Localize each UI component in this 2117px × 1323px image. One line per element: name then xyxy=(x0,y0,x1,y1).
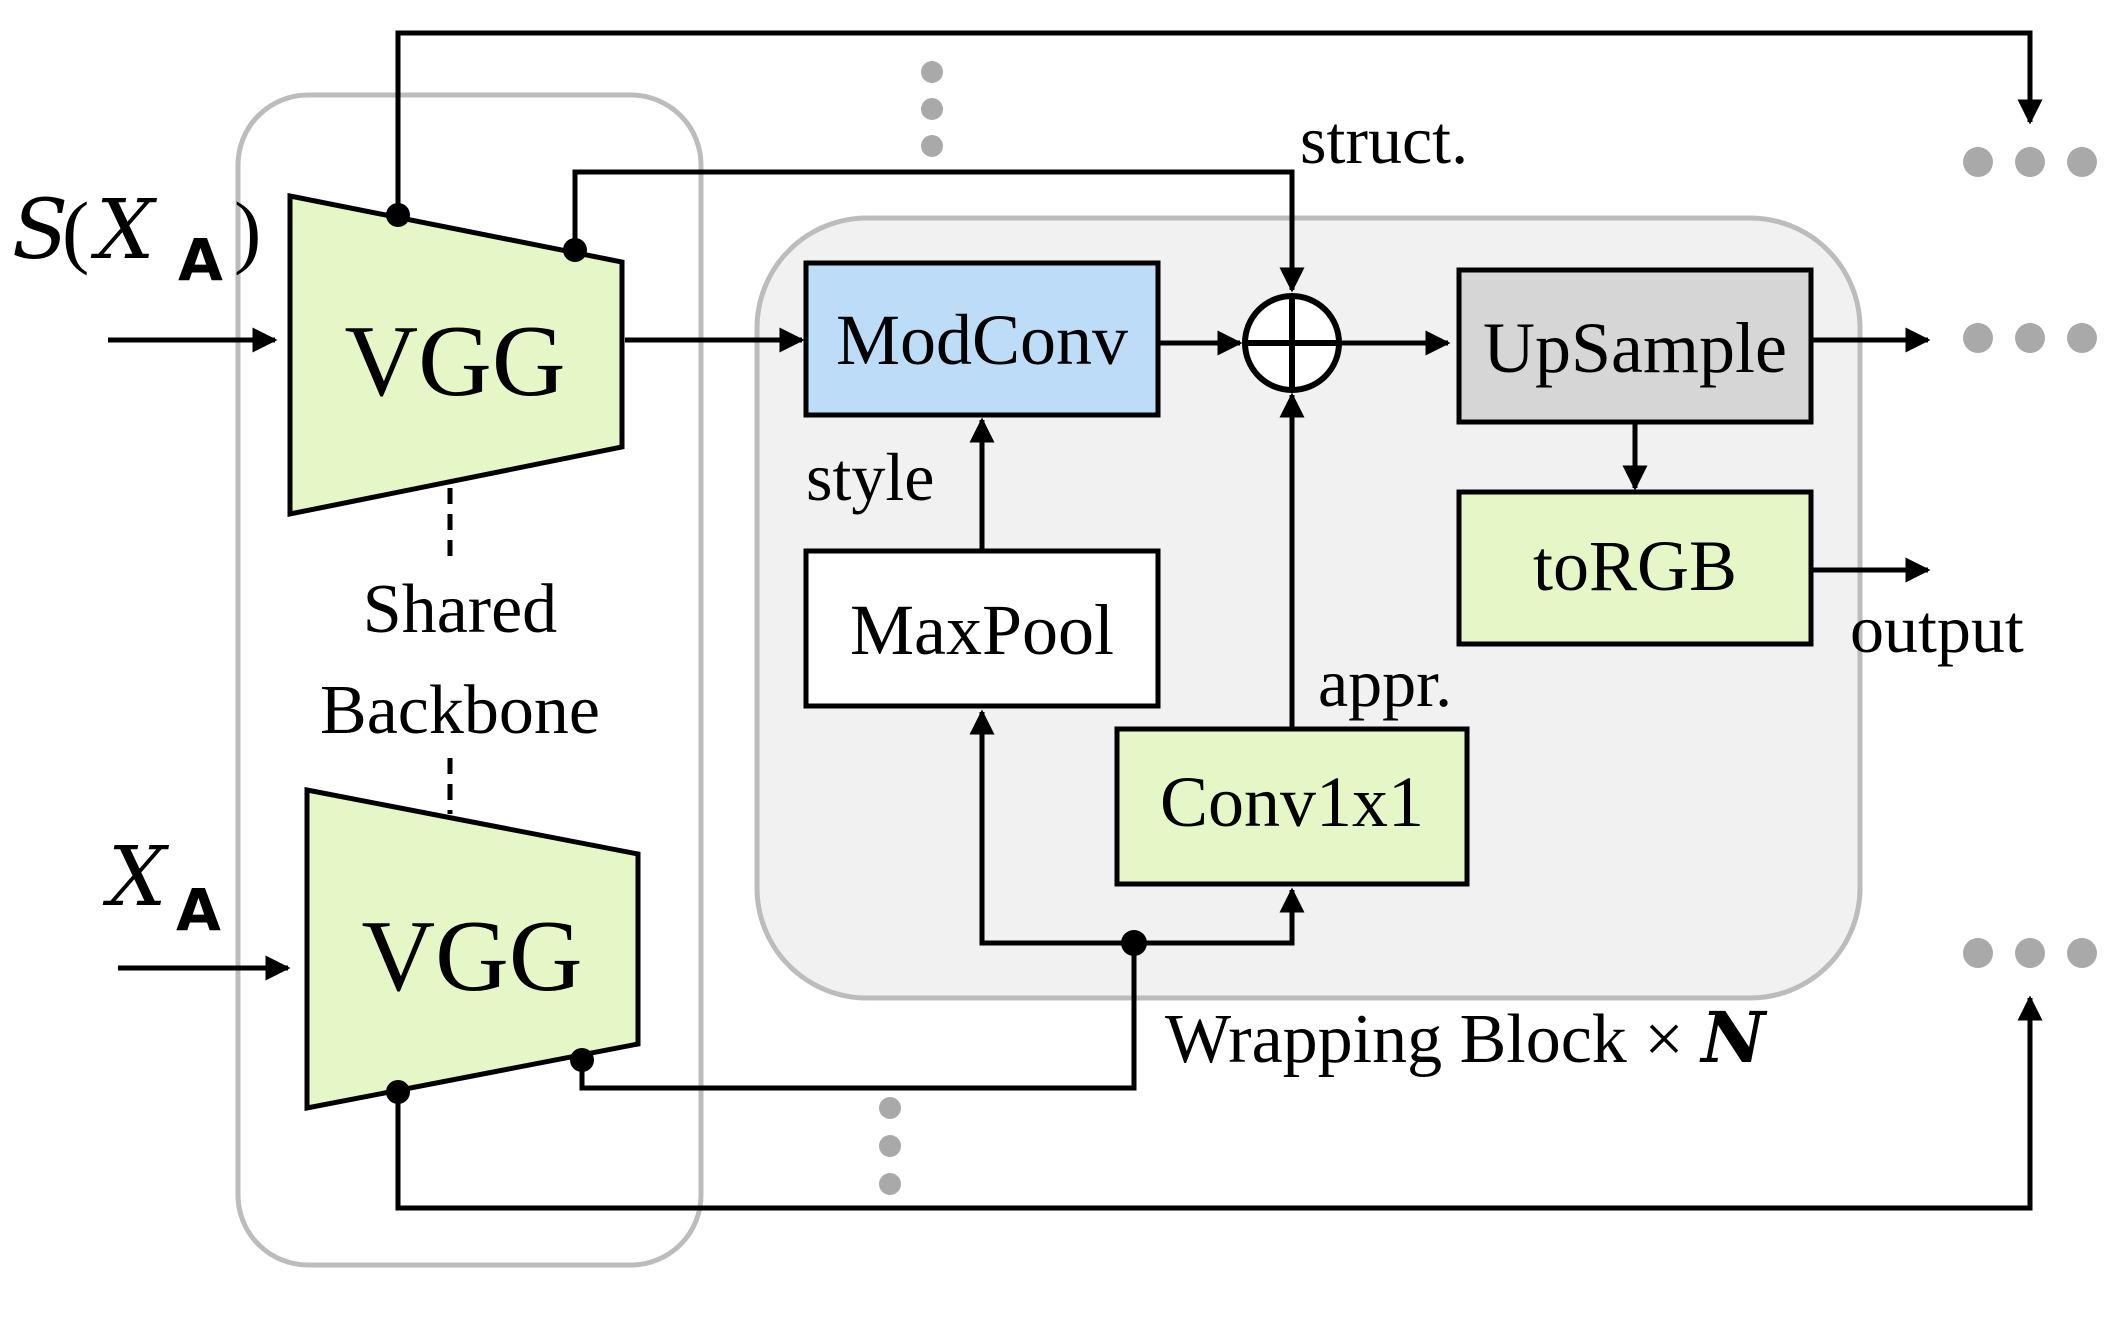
upsample-box xyxy=(1456,267,1814,425)
bottom-feature-wire xyxy=(579,943,1137,1091)
tap-node-top-2 xyxy=(563,238,587,262)
shared-backbone-panel xyxy=(235,92,704,1268)
maxpool-label: MaxPool xyxy=(850,590,1114,670)
modconv-label: ModConv xyxy=(836,300,1128,380)
ellipsis-vertical-bottom xyxy=(879,1097,901,1195)
adder-symbol xyxy=(1242,293,1342,393)
style-label: style xyxy=(806,439,934,515)
torgb-box xyxy=(1456,489,1814,647)
block-caption-text: Wrapping Block × xyxy=(1165,1001,1701,1078)
ellipsis-horizontal-middle xyxy=(1963,323,2097,353)
block-caption-n: N xyxy=(1699,996,1768,1079)
appr-label: appr. xyxy=(1318,645,1452,721)
tap-node-bottom-1 xyxy=(570,1048,594,1072)
vgg-bottom-label: VGG xyxy=(362,900,583,1013)
bottom-bypass-wire xyxy=(395,995,2043,1211)
input-bottom-label: X A xyxy=(102,830,221,944)
tap-node-top-1 xyxy=(386,203,410,227)
junction-to-conv1x1-wire xyxy=(1134,887,1305,946)
output-label: output xyxy=(1850,591,2024,667)
conv1x1-box xyxy=(1114,726,1470,887)
input-top-paren-open: ( xyxy=(62,185,89,276)
shared-label-line2: Backbone xyxy=(320,672,600,749)
maxpool-box xyxy=(803,548,1161,709)
ellipsis-vertical-top xyxy=(921,61,943,157)
ellipsis-horizontal-bottom xyxy=(1963,938,2097,968)
block-caption: Wrapping Block × N xyxy=(1165,996,1768,1079)
junction-to-maxpool-wire xyxy=(969,709,1134,946)
input-top-paren-close: ) xyxy=(234,185,261,276)
shared-label-line1: Shared xyxy=(363,571,557,648)
upsample-label: UpSample xyxy=(1483,308,1787,388)
input-top-func: S xyxy=(12,183,68,278)
junction-node xyxy=(1121,930,1147,956)
ellipsis-horizontal-top xyxy=(1963,147,2097,177)
torgb-label: toRGB xyxy=(1533,526,1737,606)
top-bypass-wire xyxy=(395,30,2043,215)
vgg-encoder-top xyxy=(287,192,625,518)
input-bottom-sub: A xyxy=(176,876,221,944)
input-top-sub: A xyxy=(178,226,223,294)
input-top-var: X xyxy=(90,183,158,278)
input-top-label: S ( X A ) xyxy=(12,183,261,294)
vgg-encoder-bottom xyxy=(304,786,641,1112)
tap-node-bottom-2 xyxy=(386,1080,410,1104)
struct-wire xyxy=(572,169,1305,293)
conv1x1-label: Conv1x1 xyxy=(1160,762,1424,842)
struct-label: struct. xyxy=(1300,102,1468,178)
modconv-box xyxy=(803,260,1161,418)
vgg-top-label: VGG xyxy=(345,305,566,418)
input-bottom-var: X xyxy=(102,830,170,925)
